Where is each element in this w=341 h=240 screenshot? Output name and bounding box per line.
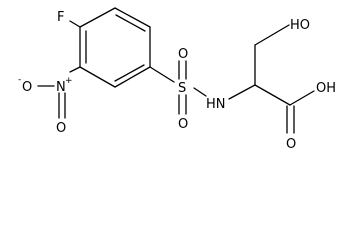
bond-c1-f	[69, 20, 81, 28]
nitro-o-double-label: O	[56, 121, 66, 136]
ring-bond-c2-c3	[114, 7, 151, 28]
bond-cooh-oh	[289, 90, 315, 106]
acid-o-label: O	[286, 137, 296, 152]
molecule-structure: F N + O - O S O O HN HO OH O	[18, 7, 336, 152]
bond-nh-calpha	[228, 84, 256, 100]
amine-nh-label: HN	[206, 97, 226, 112]
nitro-n-charge: +	[65, 76, 73, 86]
nitro-o-charge: -	[18, 75, 21, 85]
bond-calpha-cooh	[254, 84, 291, 106]
bond-c6-n	[69, 66, 81, 73]
ring-double-bond-inner-2	[114, 64, 145, 82]
ring-bond-c5-c6	[79, 66, 116, 88]
nitro-n-label: N	[56, 80, 66, 95]
ring-bond-c1-c2	[79, 7, 116, 28]
bond-c4-s	[149, 66, 175, 83]
sulfonyl-o-bottom-label: O	[178, 117, 188, 132]
nitro-o-minus-label: O	[22, 80, 32, 95]
acid-oh-label: OH	[316, 81, 336, 96]
sulfonyl-s-label: S	[178, 81, 186, 96]
ring-double-bond-inner-1	[115, 14, 146, 32]
benzene-ring	[79, 7, 151, 88]
bond-ch2-oh	[254, 24, 290, 46]
hydroxyl-label: HO	[290, 18, 310, 33]
fluorine-label: F	[57, 10, 64, 25]
sulfonyl-o-top-label: O	[178, 47, 188, 62]
ring-bond-c4-c5	[114, 66, 151, 88]
bond-s-nh	[193, 87, 207, 97]
